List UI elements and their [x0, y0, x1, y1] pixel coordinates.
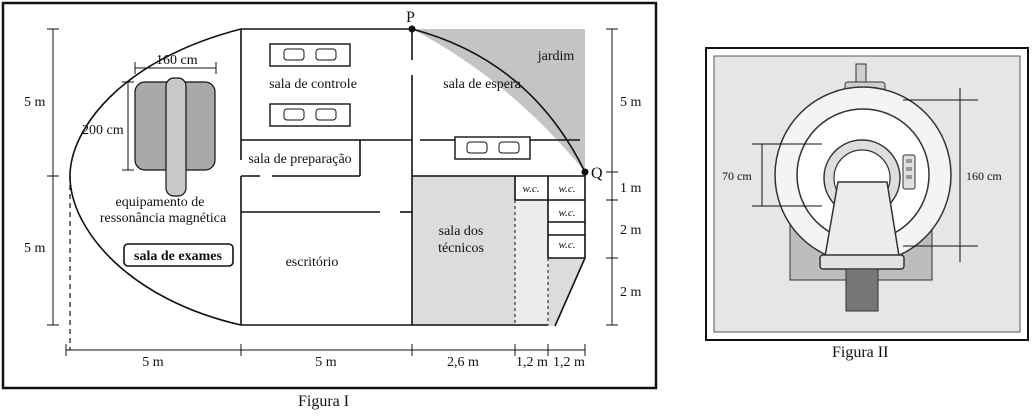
wc-label-1: w.c.	[523, 183, 540, 195]
figure-1-caption: Figura I	[298, 393, 350, 410]
bottom-5m-label-1: 5 m	[142, 355, 164, 370]
mri-scanner-icon	[774, 63, 952, 312]
garden-label: jardim	[537, 49, 575, 64]
figure-2: 70 cm 160 cm	[705, 47, 1029, 341]
equipment-label-line2: ressonância magnética	[100, 211, 227, 226]
figure-1: P Q 160 cm 200 cm equipam	[1, 1, 658, 390]
right-2m-dim-label-2: 2 m	[620, 285, 642, 300]
inner-diameter-label: 70 cm	[722, 169, 752, 183]
bottom-2-6m-label: 2,6 m	[447, 355, 479, 370]
lower-right-area	[548, 258, 585, 326]
interior-walls	[240, 29, 585, 325]
outline-top-right-curve	[241, 28, 586, 173]
outer-height-label: 160 cm	[966, 169, 1002, 183]
mri-equipment-icon	[134, 77, 216, 197]
exam-room-label-box	[123, 243, 234, 267]
equipment-label-line1: equipamento de	[115, 195, 204, 210]
bottom-5m-label-2: 5 m	[315, 355, 337, 370]
right-top-dim-label: 5 m	[620, 95, 642, 110]
garden-area	[412, 29, 585, 172]
bottom-1-2m-label-2: 1,2 m	[553, 355, 585, 370]
bottom-1-2m-label-1: 1,2 m	[516, 355, 548, 370]
right-1m-dim-label: 1 m	[620, 181, 642, 196]
technicians-room-label-line1: sala dos	[439, 224, 484, 239]
left-top-dim-label: 5 m	[24, 95, 46, 110]
equipment-length-label: 200 cm	[82, 123, 124, 138]
technicians-room-label-line2: técnicos	[438, 241, 484, 256]
waiting-room-label: sala de espera	[443, 77, 522, 92]
wc-label-3: w.c.	[559, 207, 576, 219]
figure-2-caption: Figura II	[832, 344, 889, 361]
preparation-room-label: sala de preparação	[248, 152, 351, 167]
point-p-label: P	[406, 9, 415, 26]
desk-control-bottom	[269, 103, 351, 127]
right-2m-dim-label-1: 2 m	[620, 223, 642, 238]
point-p-dot	[408, 25, 416, 33]
corridor-area	[515, 200, 548, 326]
point-q-dot	[581, 168, 589, 176]
point-q-label: Q	[591, 165, 603, 182]
left-bottom-dim-label: 5 m	[24, 241, 46, 256]
desk-waiting-room	[454, 136, 531, 160]
desk-control-top	[269, 43, 351, 67]
office-label: escritório	[286, 255, 339, 270]
control-room-label: sala de controle	[269, 77, 357, 92]
technicians-room-area	[412, 176, 515, 326]
wc-label-4: w.c.	[559, 239, 576, 251]
equipment-width-label: 160 cm	[156, 53, 198, 68]
wc-label-2: w.c.	[559, 183, 576, 195]
exam-room-label: sala de exames	[134, 249, 222, 264]
